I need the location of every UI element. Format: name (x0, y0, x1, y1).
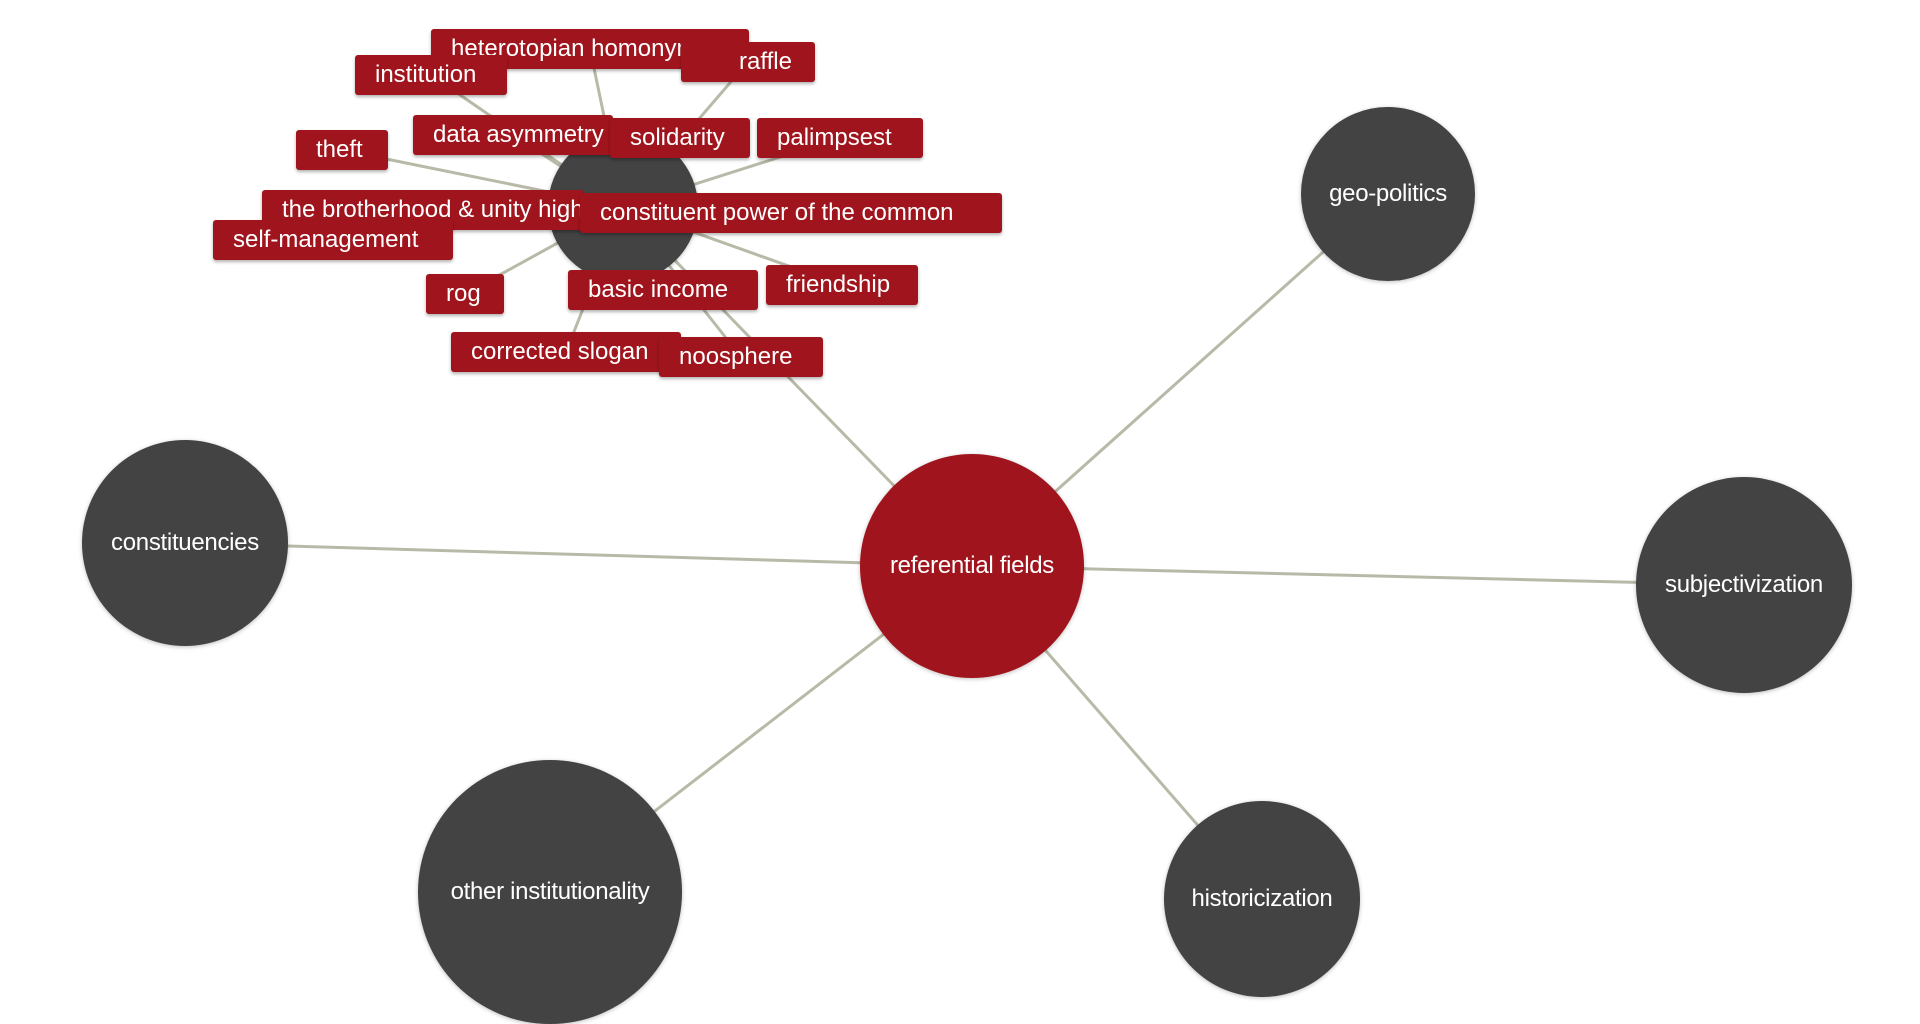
node-subjectivization[interactable]: subjectivization (1636, 477, 1852, 693)
tag-palimpsest[interactable]: palimpsest (757, 118, 923, 158)
edge-node-subjectivization (971, 564, 1745, 587)
tag-solidarity[interactable]: solidarity (610, 118, 750, 158)
tag-friendship[interactable]: friendship (766, 265, 918, 305)
tag-data-asymmetry[interactable]: data asymmetry (413, 115, 613, 155)
tag-self-management[interactable]: self-management (213, 220, 453, 260)
tag-raffle[interactable]: raffle (681, 42, 815, 82)
tag-rog[interactable]: rog (426, 274, 504, 314)
tag-noosphere[interactable]: noosphere (659, 337, 823, 377)
node-constituencies[interactable]: constituencies (82, 440, 288, 646)
tag-basic-income[interactable]: basic income (568, 270, 758, 310)
node-referential-fields[interactable]: referential fields (860, 454, 1084, 678)
tag-institution[interactable]: institution (355, 55, 507, 95)
tag-corrected-slogan[interactable]: corrected slogan (451, 332, 681, 372)
tag-theft[interactable]: theft (296, 130, 388, 170)
node-other-institutionality[interactable]: other institutionality (418, 760, 682, 1024)
tag-constituent-power[interactable]: constituent power of the common (580, 193, 1002, 233)
node-geo-politics[interactable]: geo-politics (1301, 107, 1475, 281)
node-historicization[interactable]: historicization (1164, 801, 1360, 997)
edge-node-constituencies (184, 541, 973, 568)
